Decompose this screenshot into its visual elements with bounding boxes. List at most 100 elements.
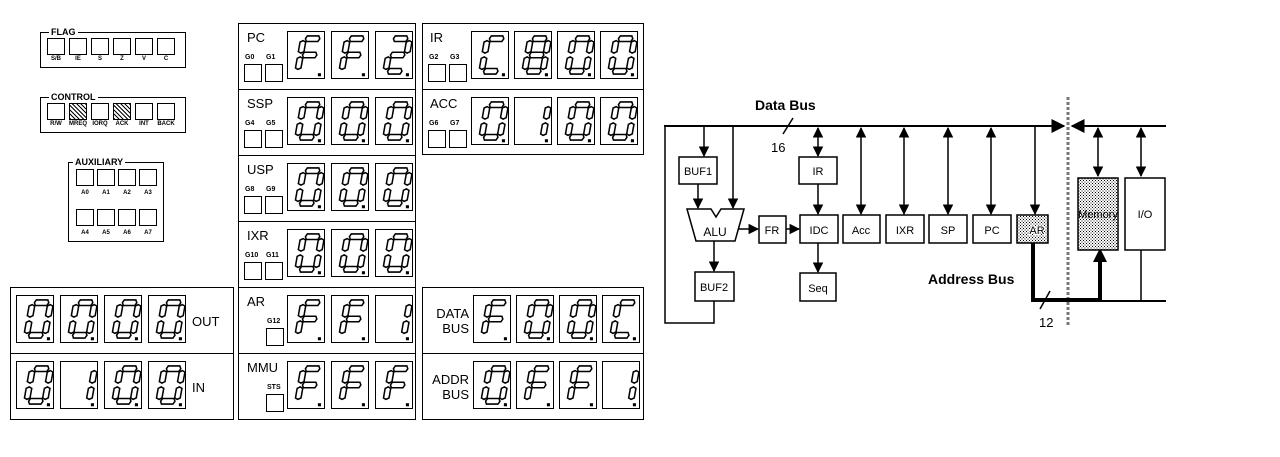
seven-segment-digit <box>16 295 54 343</box>
seven-segment-digit <box>375 163 413 211</box>
register-lamp <box>244 262 262 280</box>
control-lamp-label: R/W <box>50 121 62 127</box>
control-lamp-label: BACK <box>157 121 175 127</box>
register-lamp <box>266 394 284 412</box>
seven-segment-digit <box>16 361 54 409</box>
auxiliary-lamp <box>118 169 136 186</box>
register-lamp-label: G1 <box>266 54 276 61</box>
seven-segment-digit <box>514 31 552 79</box>
address-bus-arrowhead <box>1093 248 1107 262</box>
seven-segment-digit <box>557 31 595 79</box>
ar-label: AR <box>1029 225 1044 237</box>
seven-segment-digit <box>331 163 369 211</box>
flag-lamp-label: V <box>141 56 146 62</box>
bus-row-divider <box>423 353 643 354</box>
register-lamp-label: G0 <box>245 54 255 61</box>
register-lamp <box>265 130 283 148</box>
ixr-label: IXR <box>896 225 914 237</box>
register-lamp <box>265 196 283 214</box>
flag-panel-title: FLAG <box>49 27 78 37</box>
acc-label: Acc <box>852 225 871 237</box>
address-bus-width-slash <box>1039 290 1051 310</box>
seven-segment-digit <box>559 361 597 409</box>
register-lamp <box>449 64 467 82</box>
seven-segment-digit <box>60 361 98 409</box>
flag-lamp-label: S <box>97 56 102 62</box>
flag-lamp-label: S/B <box>50 56 61 62</box>
ir-label: IR <box>813 166 824 178</box>
buf1-label: BUF1 <box>684 166 712 178</box>
register-lamp-label: G4 <box>245 120 255 127</box>
seven-segment-digit <box>375 361 413 409</box>
seven-segment-digit <box>331 229 369 277</box>
control-lamp-label: ACK <box>115 121 129 127</box>
register-lamp-label: G11 <box>266 252 279 259</box>
seven-segment-digit <box>287 97 325 145</box>
sp-block <box>928 214 968 244</box>
flag-lamp-label: Z <box>120 56 124 62</box>
seven-segment-digit <box>600 31 638 79</box>
memory-label: Memory <box>1078 209 1118 221</box>
seven-segment-digit <box>60 295 98 343</box>
seven-segment-digit <box>287 229 325 277</box>
auxiliary-lamp-label: A7 <box>144 230 152 236</box>
sp-label: SP <box>941 225 956 237</box>
register-label: ACC <box>430 96 458 111</box>
register-lamp <box>265 262 283 280</box>
io-row-divider <box>11 353 233 354</box>
seven-segment-digit <box>104 361 142 409</box>
control-lamp-label: MREQ <box>69 121 87 127</box>
seven-segment-digit <box>331 295 369 343</box>
register-row-divider <box>239 287 415 288</box>
control-lamp <box>47 103 65 120</box>
seven-segment-digit <box>287 361 325 409</box>
control-lamp <box>113 103 131 120</box>
register-row-divider <box>239 221 415 222</box>
seven-segment-digit <box>516 295 554 343</box>
seven-segment-digit <box>471 97 509 145</box>
flag-lamp-label: IE <box>75 56 81 62</box>
seven-segment-digit <box>287 163 325 211</box>
auxiliary-panel-title: AUXILIARY <box>73 157 126 167</box>
seven-segment-digit <box>602 361 640 409</box>
io-display-label: OUT <box>192 314 220 329</box>
seven-segment-digit <box>516 361 554 409</box>
bus-label-line2: BUS <box>442 387 469 402</box>
memory-block <box>1077 177 1119 251</box>
flag-lamp <box>157 38 175 55</box>
data-bus-label: Data Bus <box>755 97 816 113</box>
register-label: IXR <box>247 228 269 243</box>
register-row-divider <box>239 89 415 90</box>
seven-segment-digit <box>375 295 413 343</box>
address-bus-width-label: 12 <box>1039 315 1053 330</box>
register-lamp <box>265 64 283 82</box>
bus-label-line1: ADDR <box>432 372 469 387</box>
bus-label-line2: BUS <box>442 321 469 336</box>
register-row-divider <box>239 155 415 156</box>
seven-segment-digit <box>148 361 186 409</box>
pc-label: PC <box>984 225 999 237</box>
seven-segment-digit <box>287 31 325 79</box>
buf1-block <box>678 156 718 185</box>
idc-block <box>799 214 839 244</box>
register-lamp <box>428 64 446 82</box>
data-bus-width-label: 16 <box>771 140 785 155</box>
control-lamp <box>91 103 109 120</box>
address-bus-line <box>1031 243 1102 302</box>
register-label: MMU <box>247 360 279 375</box>
auxiliary-lamp <box>97 209 115 226</box>
auxiliary-lamp-label: A3 <box>144 190 152 196</box>
fr-block <box>758 215 787 244</box>
fr-label: FR <box>765 225 780 237</box>
seven-segment-digit <box>514 97 552 145</box>
seq-block <box>799 272 837 302</box>
acc-block <box>842 214 881 244</box>
auxiliary-lamp <box>97 169 115 186</box>
bus-label-line1: DATA <box>436 306 469 321</box>
auxiliary-lamp-label: A5 <box>102 230 110 236</box>
